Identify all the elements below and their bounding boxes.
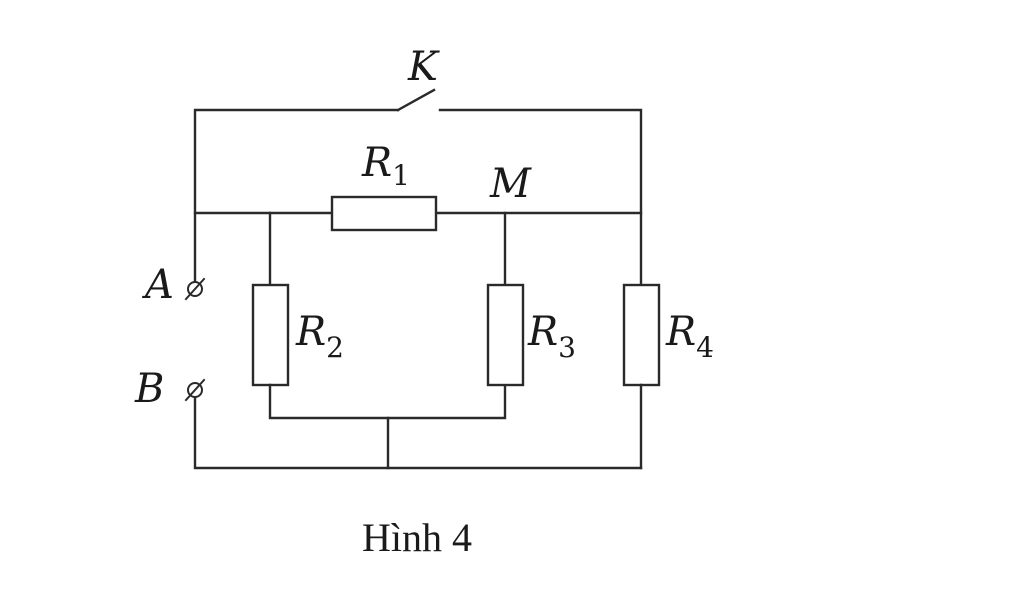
r3-index: 3 [558, 331, 576, 364]
r3-letter: R [527, 309, 558, 355]
r1-index: 1 [392, 159, 410, 192]
terminal-a [184, 277, 206, 301]
terminal-b-label: B [134, 366, 164, 412]
switch-k-blade [396, 88, 436, 112]
r2-branch [251, 211, 507, 420]
terminal-b [184, 378, 206, 402]
r4-letter: R [665, 309, 696, 355]
figure-caption: Hình 4 [362, 515, 472, 560]
r1-label: R1 [361, 140, 410, 192]
resistor-r3 [486, 283, 525, 387]
terminal-a-label: A [141, 262, 174, 308]
r4-label: R4 [665, 309, 714, 364]
r2-letter: R [295, 309, 326, 355]
switch-k-label: K [407, 44, 440, 90]
r2-label: R2 [295, 309, 344, 364]
r3-label: R3 [527, 309, 576, 364]
r3-branch [486, 211, 525, 387]
resistor-r2 [251, 283, 290, 387]
bottom-wire [193, 393, 643, 470]
r1-letter: R [361, 140, 392, 186]
r4-branch [622, 283, 661, 470]
resistor-r4 [622, 283, 661, 387]
resistor-r1 [330, 195, 438, 232]
r4-index: 4 [696, 331, 714, 364]
node-m-label: M [489, 161, 532, 207]
r2-index: 2 [326, 331, 344, 364]
middle-branch [193, 195, 643, 232]
switch-k-branch [193, 88, 643, 287]
